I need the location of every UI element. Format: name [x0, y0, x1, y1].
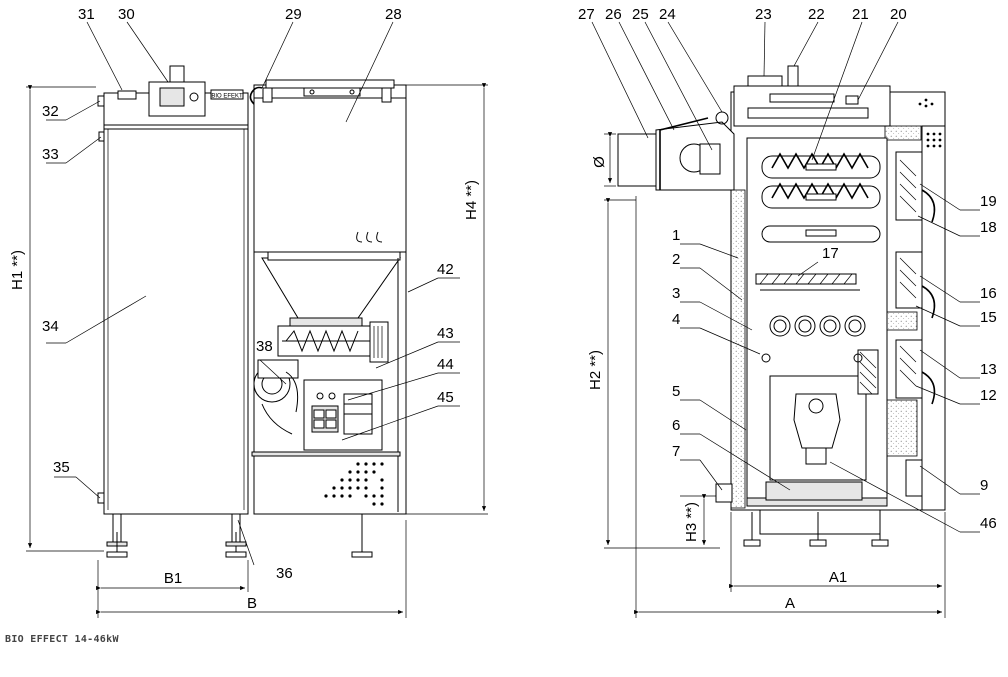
callout-27: 27: [578, 6, 595, 23]
callout-24: 24: [659, 6, 676, 23]
callout-46: 46: [980, 515, 997, 532]
callout-3: 3: [672, 285, 680, 302]
top-sensor: [787, 65, 799, 87]
lid-hinge-left: [262, 87, 273, 103]
callout-16: 16: [980, 285, 997, 302]
callout-15: 15: [980, 309, 997, 326]
control-buttons-grid: [918, 98, 942, 148]
boiler-cabinet: [103, 92, 249, 515]
dim-h3: H3 **): [683, 502, 700, 542]
dim-diameter: Ø: [591, 156, 608, 168]
feeder-motor: [369, 321, 389, 363]
callout-22: 22: [808, 6, 825, 23]
connector-32: [97, 95, 105, 107]
ventilation-grid: [324, 462, 384, 506]
dim-h2: H2 **): [587, 350, 604, 390]
callout-13: 13: [980, 361, 997, 378]
callout-20: 20: [890, 6, 907, 23]
front-view: BIO EFEKT: [9, 6, 488, 618]
callout-43: 43: [437, 325, 454, 342]
section-view: Ø H2 **) H3 **) A1 A: [578, 6, 997, 618]
lid-hinge-right: [381, 87, 392, 103]
front-callouts: [46, 21, 460, 566]
main-switch: [117, 90, 137, 100]
section-callout-numbers: 27 26 25 24 23 22 21 20 1 2 3 4 5 6 7 17…: [578, 6, 997, 532]
callout-45: 45: [437, 389, 454, 406]
callout-25: 25: [632, 6, 649, 23]
inspection-panel: [857, 349, 879, 395]
connector-33: [98, 131, 105, 142]
callout-23: 23: [755, 6, 772, 23]
callout-9: 9: [980, 477, 988, 494]
callout-21: 21: [852, 6, 869, 23]
brand-plate-text: BIO EFEKT: [211, 94, 243, 100]
drawing-caption: BIO EFFECT 14-46kW: [5, 634, 119, 645]
callout-35: 35: [53, 459, 70, 476]
callout-12: 12: [980, 387, 997, 404]
callout-2: 2: [672, 251, 680, 268]
dim-a: A: [785, 595, 795, 612]
sensor-connector: [169, 65, 185, 83]
insulation-rear: [730, 189, 746, 509]
baffle-plate: [755, 273, 857, 285]
callout-44: 44: [437, 356, 454, 373]
dim-b1: B1: [164, 570, 182, 587]
section-dimensions: Ø H2 **) H3 **) A1 A: [587, 132, 946, 618]
hopper-logo: [356, 231, 383, 243]
section-callouts: [591, 21, 980, 533]
top-chimney-collar: [747, 75, 783, 87]
dim-h4: H4 **): [463, 180, 480, 220]
callout-42: 42: [437, 261, 454, 278]
callout-18: 18: [980, 219, 997, 236]
front-callout-numbers: 31 30 29 28 32 33 34 35 36 38 42 43 44 4…: [42, 6, 454, 582]
connector-35: [97, 492, 105, 504]
return-connector: [715, 483, 733, 503]
callout-7: 7: [672, 443, 680, 460]
callout-29: 29: [285, 6, 302, 23]
front-doors: [895, 151, 936, 497]
brand-plate: [210, 89, 244, 100]
burner-pot: [793, 393, 841, 449]
top-control-box: [733, 85, 891, 127]
lid-sensor-cable: [249, 86, 263, 105]
callout-26: 26: [605, 6, 622, 23]
callout-1: 1: [672, 227, 680, 244]
burner-assembly: [251, 359, 401, 457]
screw-feeder: [277, 317, 389, 363]
callout-19: 19: [980, 193, 997, 210]
callout-33: 33: [42, 146, 59, 163]
callout-32: 32: [42, 103, 59, 120]
legs-front: [106, 513, 373, 558]
dim-b: B: [247, 595, 257, 612]
callout-38: 38: [256, 338, 273, 355]
controller-display: [159, 87, 185, 107]
callout-4: 4: [672, 311, 680, 328]
ash-tray: [765, 481, 863, 501]
flue-outlet: [617, 111, 735, 191]
dim-h1: H1 **): [9, 250, 26, 290]
callout-34: 34: [42, 318, 59, 335]
callout-31: 31: [78, 6, 95, 23]
callout-30: 30: [118, 6, 135, 23]
callout-17: 17: [822, 245, 839, 262]
callout-28: 28: [385, 6, 402, 23]
dim-a1: A1: [829, 569, 847, 586]
callout-5: 5: [672, 383, 680, 400]
callout-6: 6: [672, 417, 680, 434]
callout-36: 36: [276, 565, 293, 582]
burner-ports: [769, 315, 866, 337]
hopper-lid: [265, 79, 395, 89]
lid-handle: [303, 87, 361, 97]
legs-section: [743, 509, 889, 547]
insulation-top-front: [884, 125, 922, 141]
front-dimensions: H1 **) H4 **) B1 B: [9, 83, 488, 618]
smoke-turbulators: [761, 152, 881, 243]
controller-knob-icon: [189, 92, 199, 102]
